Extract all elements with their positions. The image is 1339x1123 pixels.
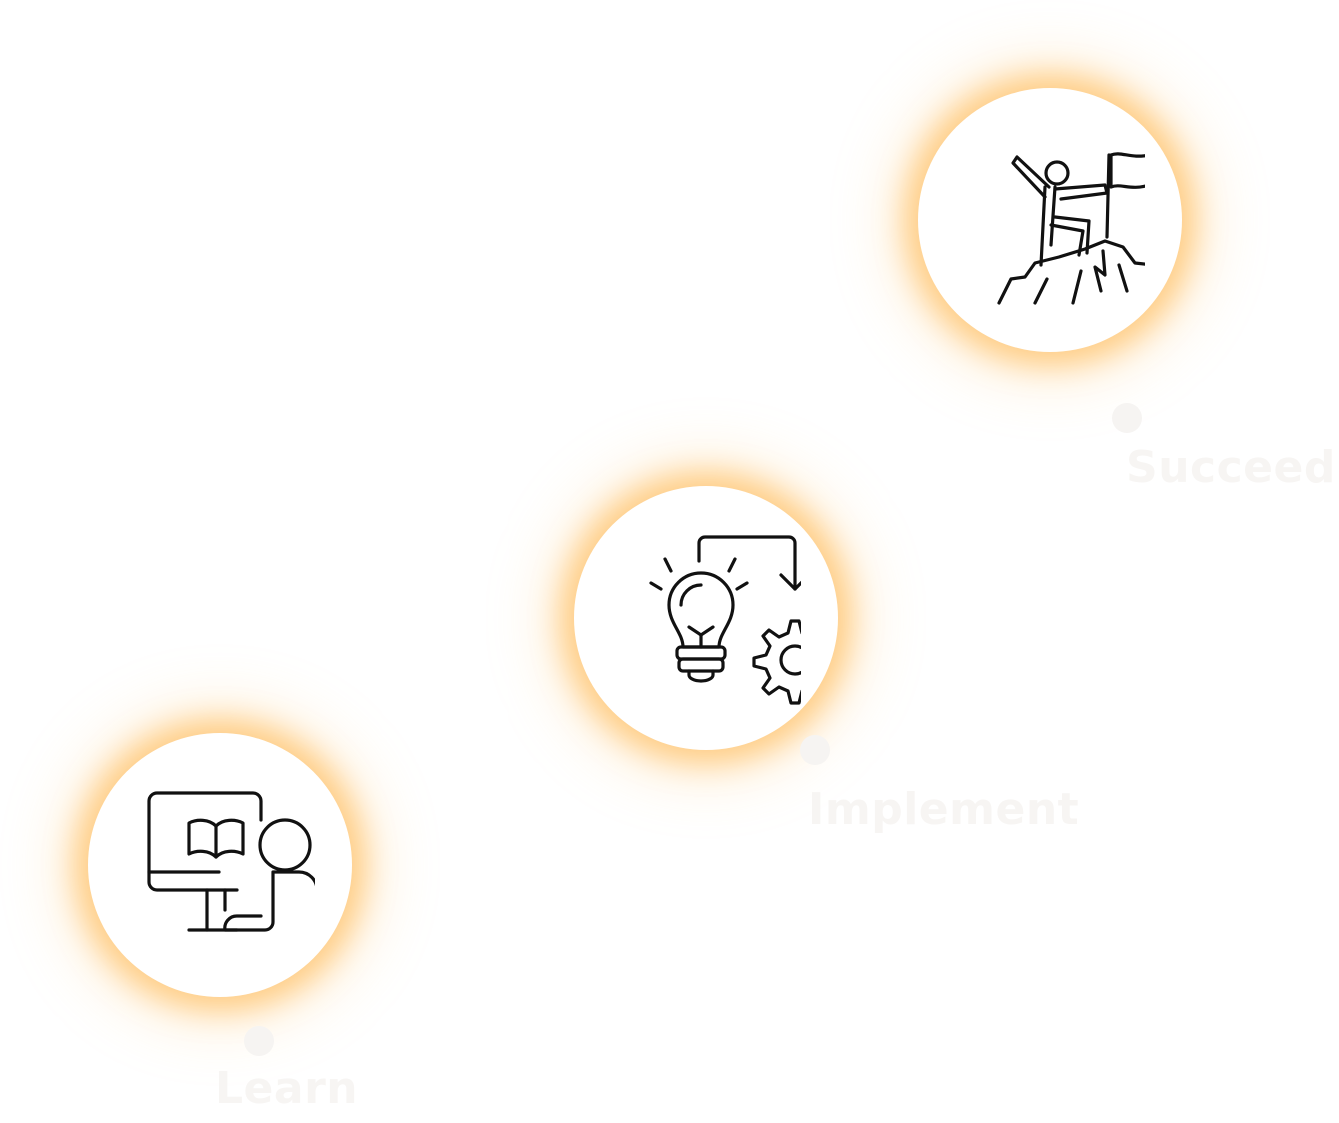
learn-marker-dot	[244, 1026, 274, 1056]
learn-step-circle	[88, 733, 352, 997]
implement-step-label: Implement	[808, 784, 1080, 835]
summit-success-icon	[997, 152, 1145, 305]
learn-step-label: Learn	[215, 1063, 359, 1114]
idea-to-action-icon	[649, 535, 801, 705]
succeed-step-circle	[918, 88, 1182, 352]
implement-marker-dot	[800, 735, 830, 765]
implement-step-circle	[574, 486, 838, 750]
succeed-step-label: Succeed	[1126, 442, 1336, 493]
online-learning-icon	[147, 791, 315, 932]
succeed-marker-dot	[1112, 403, 1142, 433]
